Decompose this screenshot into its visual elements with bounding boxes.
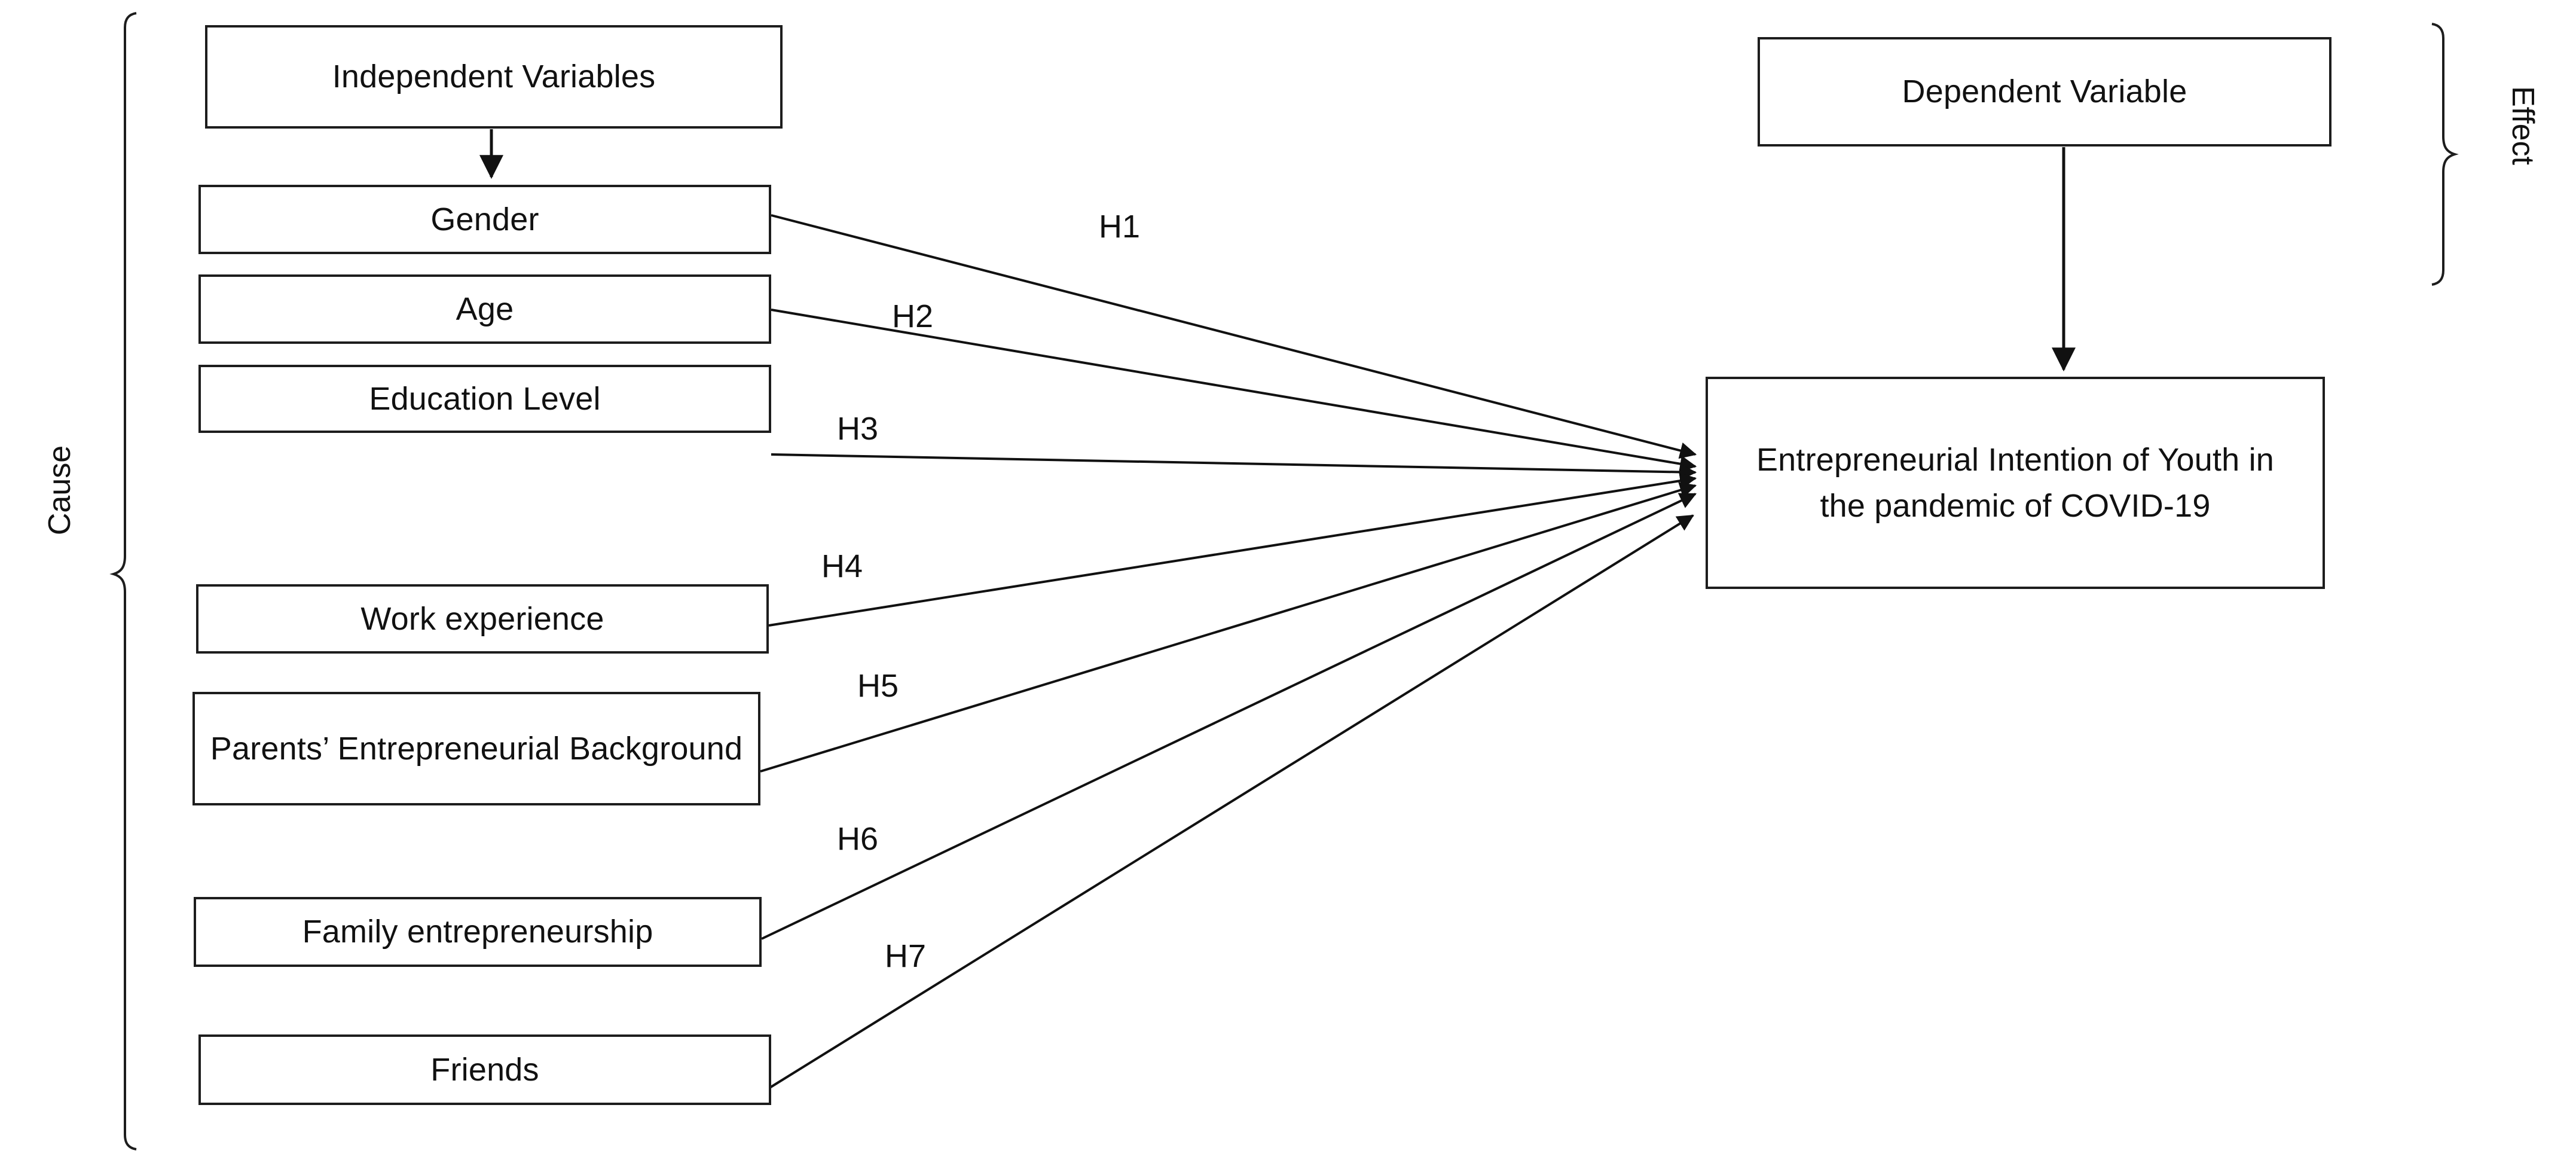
hypothesis-label-h6: H6 <box>837 820 878 857</box>
connector-h6 <box>761 493 1697 940</box>
variable-label-family-entrepreneurship: Family entrepreneurship <box>302 914 653 950</box>
dependent-variable-box[interactable]: Entrepreneurial Intention of Youth in th… <box>1706 377 2325 589</box>
variable-box-gender[interactable]: Gender <box>198 185 771 254</box>
hypothesis-label-h2: H2 <box>892 298 933 335</box>
h6-text: H6 <box>837 821 879 857</box>
connector-h7 <box>768 514 1694 1089</box>
variable-label-work-experience: Work experience <box>360 600 604 637</box>
cause-text: Cause <box>42 445 77 536</box>
variable-box-age[interactable]: Age <box>198 274 771 344</box>
dependent-variable-label: Entrepreneurial Intention of Youth in th… <box>1756 441 2275 524</box>
variable-label-parents-entrepreneurial-background: Parents’ Entrepreneurial Background <box>210 730 743 767</box>
variable-label-friends: Friends <box>430 1051 539 1088</box>
connector-h3 <box>771 453 1697 481</box>
connector-h1 <box>771 214 1697 459</box>
effect-bracket-label: Effect <box>2505 66 2541 185</box>
dependent-variable-header-label: Dependent Variable <box>1902 74 2187 110</box>
independent-variables-header-label: Independent Variables <box>332 59 656 95</box>
h3-text: H3 <box>837 411 879 447</box>
variable-label-gender: Gender <box>430 201 539 237</box>
variable-box-parents-entrepreneurial-background[interactable]: Parents’ Entrepreneurial Background <box>192 692 760 805</box>
hypothesis-label-h3: H3 <box>837 410 878 447</box>
independent-variables-header-box[interactable]: Independent Variables <box>205 25 783 129</box>
hypothesis-label-h4: H4 <box>821 548 863 585</box>
variable-label-age: Age <box>456 291 514 327</box>
h4-text: H4 <box>821 548 863 584</box>
connector-h5 <box>760 482 1697 773</box>
effect-text: Effect <box>2505 86 2540 165</box>
hypothesis-label-h7: H7 <box>885 938 926 975</box>
cause-bracket-label: Cause <box>42 425 78 556</box>
hypothesis-label-h1: H1 <box>1099 208 1140 245</box>
variable-box-family-entrepreneurship[interactable]: Family entrepreneurship <box>194 897 762 967</box>
dependent-variable-header-box[interactable]: Dependent Variable <box>1758 37 2331 147</box>
hypothesis-label-h5: H5 <box>857 667 899 704</box>
h1-text: H1 <box>1099 209 1141 245</box>
h5-text: H5 <box>857 668 899 704</box>
connector-h4 <box>768 472 1697 627</box>
h2-text: H2 <box>892 298 934 334</box>
h7-text: H7 <box>885 938 927 974</box>
effect-bracket <box>2431 23 2459 286</box>
variable-label-education-level: Education Level <box>369 380 601 417</box>
variable-box-education-level[interactable]: Education Level <box>198 365 771 433</box>
variable-box-work-experience[interactable]: Work experience <box>196 584 769 654</box>
cause-bracket <box>109 12 137 1150</box>
variable-box-friends[interactable]: Friends <box>198 1034 771 1105</box>
